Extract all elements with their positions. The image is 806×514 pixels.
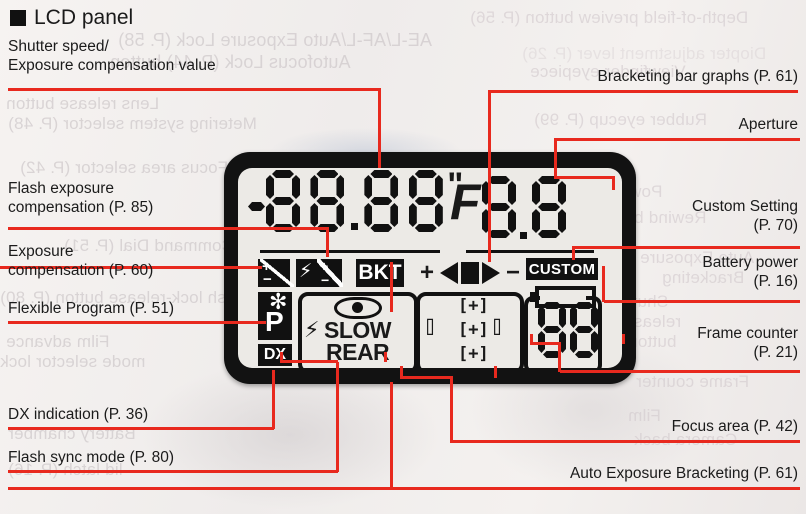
leader-dx-v (272, 370, 275, 429)
bar-minus-label: − (506, 259, 521, 286)
lightning-bolt-icon: ⚡ (304, 317, 320, 342)
decimal-point (350, 223, 358, 230)
leader-focus-area-join (400, 376, 452, 379)
flash-exposure-compensation-icon: ⚡ + − (296, 259, 343, 287)
callout-bracketing-bar-graphs: Bracketing bar graphs (P. 61) (597, 68, 798, 85)
slow-label: SLOW (324, 317, 392, 343)
callout-dx-indication: DX indication (P. 36) (8, 406, 149, 423)
flash-sync-mode-group: ⚡ SLOW REAR (298, 292, 418, 368)
dx-indicator: DX (258, 344, 292, 366)
callout-auto-exposure-bracketing: Auto Exposure Bracketing (P. 61) (569, 465, 798, 482)
focus-bracket-left: ⌷ (425, 318, 436, 338)
minus-sign-icon (248, 202, 265, 211)
leader-bkt-v (390, 262, 393, 312)
page-title-label: LCD panel (34, 6, 134, 29)
leader-aeb-h (8, 487, 800, 490)
shutter-digit-1 (266, 170, 300, 232)
leader-frame-counter-h (560, 370, 800, 373)
leader-shutter-speed-h (8, 88, 380, 91)
leader-flash-sync-bracket (280, 360, 338, 363)
focus-bracket-right: ⌷ (492, 318, 503, 338)
leader-battery-h (604, 300, 800, 303)
leader-custom-h (574, 246, 800, 249)
square-bullet-icon (10, 10, 26, 26)
bar-right-arrow-icon (482, 262, 501, 284)
leader-frame-counter-join (530, 342, 560, 345)
leader-dx-h (8, 427, 274, 430)
focus-area-group: [+] [+] [+] ⌷ ⌷ (416, 292, 524, 368)
flexible-program-letter: P (265, 306, 284, 337)
bracketing-bar-graph: + − (420, 259, 521, 286)
shutter-digit-2 (310, 170, 345, 232)
leader-aperture-v (554, 138, 557, 178)
flexible-program-star: ✻ (269, 289, 288, 314)
leader-focus-area-v (450, 376, 453, 442)
leader-flash-exp-comp-v (326, 227, 329, 257)
leader-frame-counter-tick-r (622, 334, 625, 344)
flexible-program-indicator: ✻ P (258, 289, 292, 340)
leader-flash-sync-tick-l (280, 352, 283, 362)
focus-bracket-center: [+] (458, 320, 489, 340)
callout-shutter-speed: Shutter speed/ Exposure compensation val… (8, 38, 216, 74)
leader-focus-tick-r (494, 366, 497, 378)
exposure-compensation-icon: + − (258, 259, 294, 287)
aperture-prefix: F (450, 174, 481, 230)
frame-counter-right-bracket (586, 296, 602, 368)
divider-right (466, 250, 594, 253)
callout-frame-counter: Frame counter (P. 21) (697, 325, 798, 361)
leader-shutter-speed-v (378, 88, 381, 168)
leader-bracketing-h (500, 90, 798, 93)
page-title: LCD panel (10, 6, 133, 30)
seconds-mark: " (447, 168, 463, 204)
leader-aperture-h (556, 138, 800, 141)
eye-icon (334, 297, 382, 319)
leader-bracketing-join (488, 90, 502, 93)
shutter-digit-4 (408, 170, 443, 232)
focus-bracket-bottom: [+] (458, 344, 489, 364)
leader-bracketing-v (488, 90, 491, 262)
aperture-digit-1 (482, 176, 516, 238)
bar-plus-label: + (420, 259, 435, 286)
leader-flash-sync-h (8, 470, 338, 473)
leader-frame-counter-v (558, 342, 561, 372)
frame-counter-left-bracket (524, 296, 540, 368)
callout-exposure-compensation: Exposure compensation (P. 60) (8, 243, 154, 279)
bar-left-arrow-icon (440, 262, 459, 284)
bkt-indicator: BKT (356, 259, 404, 287)
leader-focus-tick-l (400, 366, 403, 378)
aperture-decimal-point (520, 232, 527, 239)
shutter-digit-3 (364, 170, 399, 232)
leader-flash-exp-comp-h (8, 227, 328, 230)
leader-flash-sync-v (336, 362, 339, 472)
focus-bracket-top: [+] (458, 296, 489, 316)
leader-aeb-v (390, 382, 393, 489)
leader-flash-sync-tick-r (384, 352, 387, 362)
callout-battery-power: Battery power (P. 16) (702, 254, 798, 290)
leader-flexible-program-h (8, 321, 266, 324)
leader-battery-v (602, 266, 605, 302)
frame-counter-digit-2 (570, 302, 598, 358)
leader-frame-counter-tick-l (530, 334, 533, 344)
leader-exposure-comp-h (0, 266, 262, 269)
callout-flexible-program: Flexible Program (P. 51) (8, 300, 174, 317)
leader-custom-v (572, 246, 575, 260)
callout-flash-sync-mode: Flash sync mode (P. 80) (8, 449, 174, 466)
callout-custom-setting: Custom Setting (P. 70) (692, 198, 798, 234)
callout-flash-exposure-compensation: Flash exposure compensation (P. 85) (8, 180, 154, 216)
divider-left (260, 250, 440, 253)
callout-focus-area: Focus area (P. 42) (671, 418, 798, 435)
leader-aperture-bracket (554, 176, 614, 179)
custom-setting-indicator: CUSTOM (526, 258, 598, 280)
bar-center-block-icon (461, 262, 480, 284)
callout-aperture: Aperture (738, 116, 798, 133)
leader-aperture-tick (612, 176, 615, 190)
leader-focus-area-h (450, 440, 800, 443)
aperture-digit-2 (532, 176, 566, 238)
